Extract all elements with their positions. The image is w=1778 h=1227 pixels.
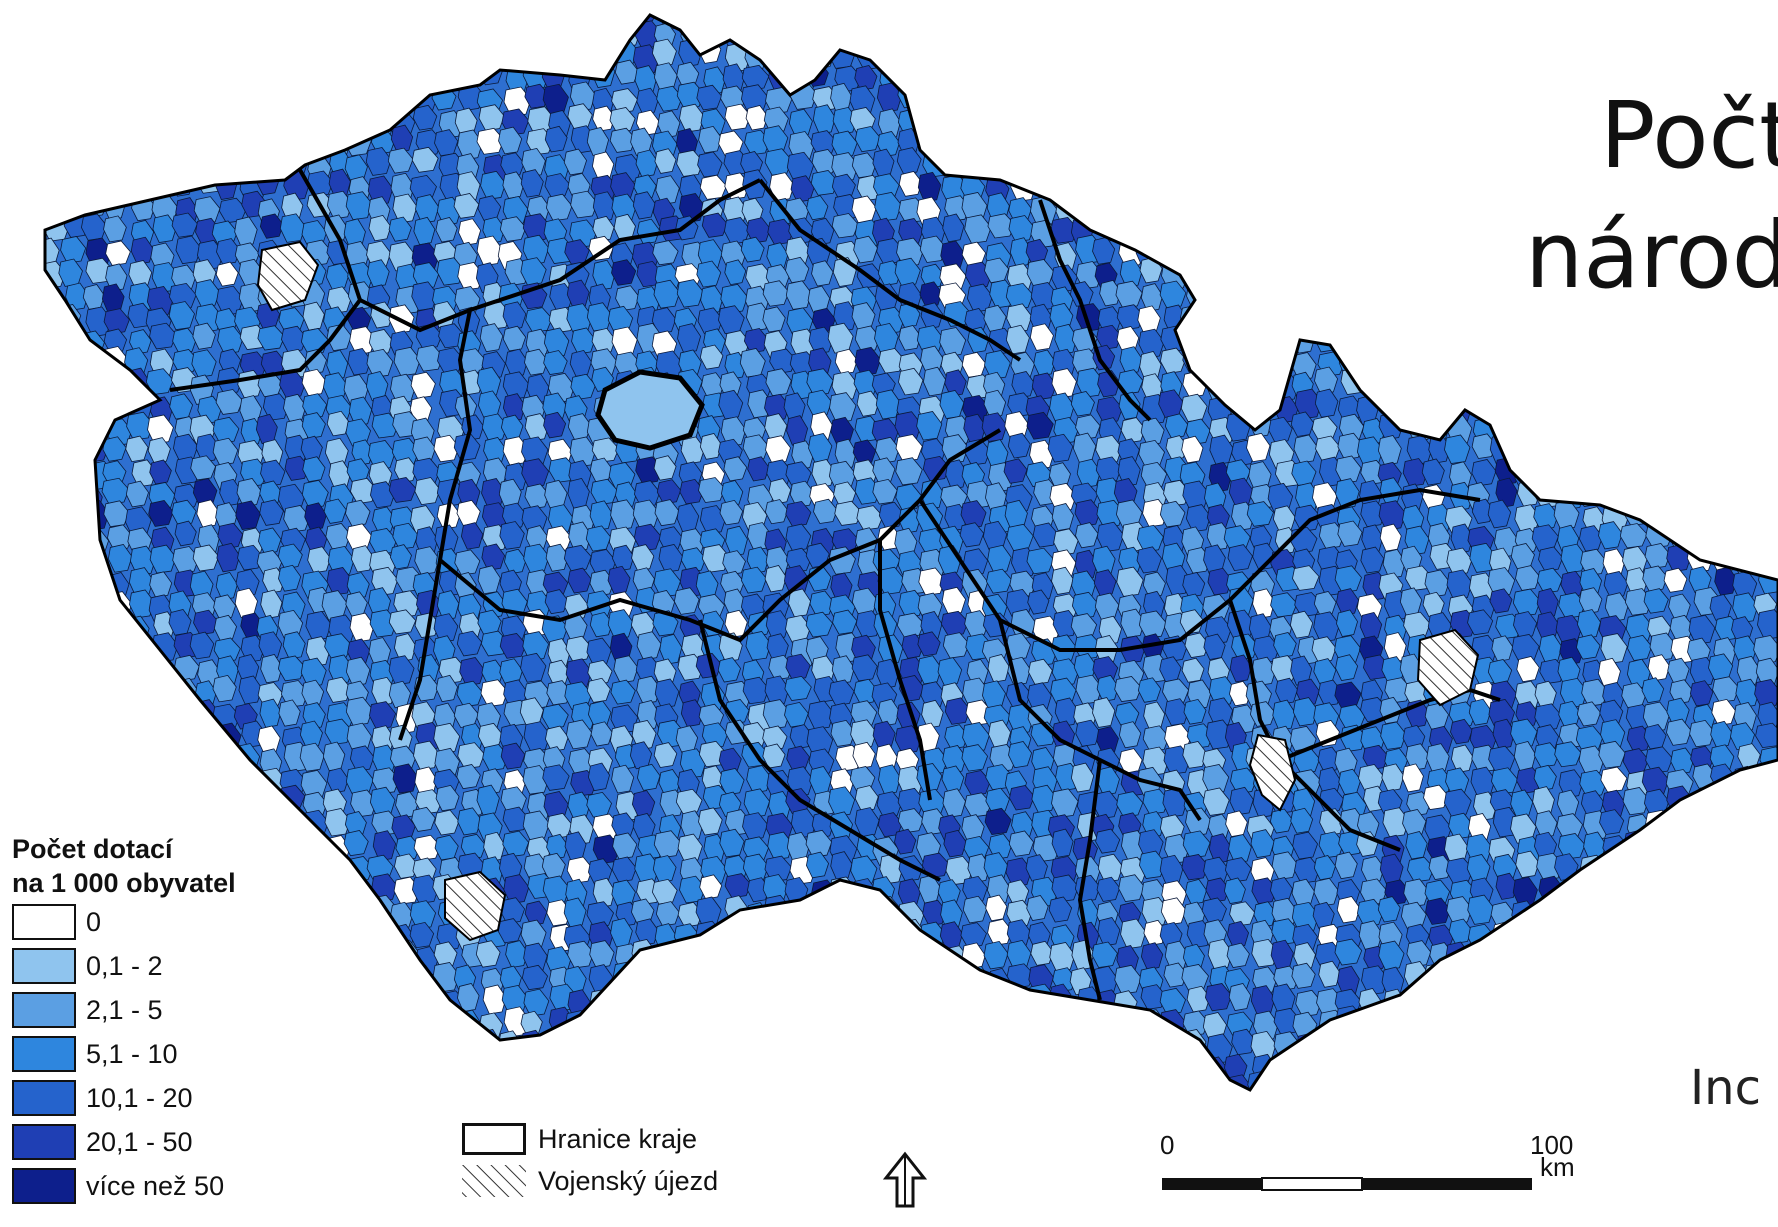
legend-label: 0,1 - 2 <box>86 950 163 981</box>
legend-swatch <box>12 1168 76 1204</box>
legend-label: více než 50 <box>86 1170 225 1201</box>
footer-text: Inc <box>1690 1060 1761 1116</box>
legend-swatch <box>12 1124 76 1160</box>
legend-military-area: Vojenský újezd <box>462 1160 718 1202</box>
map-legend: Počet dotací na 1 000 obyvatel 0 0,1 - 2 2… <box>12 832 312 1208</box>
legend-label: 5,1 - 10 <box>86 1038 178 1069</box>
boundary-legend: Hranice kraje Vojenský újezd <box>462 1118 718 1202</box>
military-area-brezina <box>1248 733 1297 812</box>
legend-title-line1: Počet dotací <box>12 834 173 864</box>
region-border-label: Hranice kraje <box>538 1123 698 1154</box>
legend-class-3: 5,1 - 10 <box>12 1032 312 1076</box>
prague-region <box>595 369 705 451</box>
scale-bar: 0 100 km <box>1160 1130 1600 1220</box>
legend-swatch <box>12 948 76 984</box>
legend-class-2: 2,1 - 5 <box>12 988 312 1032</box>
region-borders <box>169 169 1501 1001</box>
legend-class-6: více než 50 <box>12 1164 312 1208</box>
legend-label: 2,1 - 5 <box>86 994 163 1025</box>
scale-unit-label: km <box>1540 1152 1575 1182</box>
legend-class-1: 0,1 - 2 <box>12 944 312 988</box>
north-arrow-icon <box>882 1151 928 1208</box>
legend-swatch <box>12 992 76 1028</box>
scale-end-label: 100 <box>1530 1130 1574 1160</box>
legend-class-5: 20,1 - 50 <box>12 1120 312 1164</box>
legend-title-line2: na 1 000 obyvatel <box>12 868 236 898</box>
legend-region-border: Hranice kraje <box>462 1118 718 1160</box>
military-area-libava <box>1416 628 1480 707</box>
scale-start-label: 0 <box>1160 1130 1175 1160</box>
legend-swatch <box>12 904 76 940</box>
military-area-boletice <box>444 870 507 942</box>
military-area-hradiste <box>256 240 320 312</box>
legend-label: 0 <box>86 906 102 937</box>
legend-swatch <box>12 1036 76 1072</box>
legend-class-4: 10,1 - 20 <box>12 1076 312 1120</box>
region-border-swatch <box>462 1123 526 1155</box>
scale-bar-graphic <box>1162 1177 1532 1191</box>
legend-classes: 0 0,1 - 2 2,1 - 5 5,1 - 10 10,1 - 20 20,1 - 5… <box>12 900 312 1208</box>
legend-swatch <box>12 1080 76 1116</box>
military-area-swatch <box>462 1165 526 1197</box>
slide-title-line1: Počt <box>1600 82 1778 189</box>
military-area-label: Vojenský újezd <box>538 1165 719 1196</box>
legend-label: 20,1 - 50 <box>86 1126 193 1157</box>
legend-class-0: 0 <box>12 900 312 944</box>
legend-label: 10,1 - 20 <box>86 1082 193 1113</box>
slide-title-line2: národ <box>1525 202 1778 309</box>
legend-title: Počet dotací na 1 000 obyvatel <box>12 832 312 900</box>
